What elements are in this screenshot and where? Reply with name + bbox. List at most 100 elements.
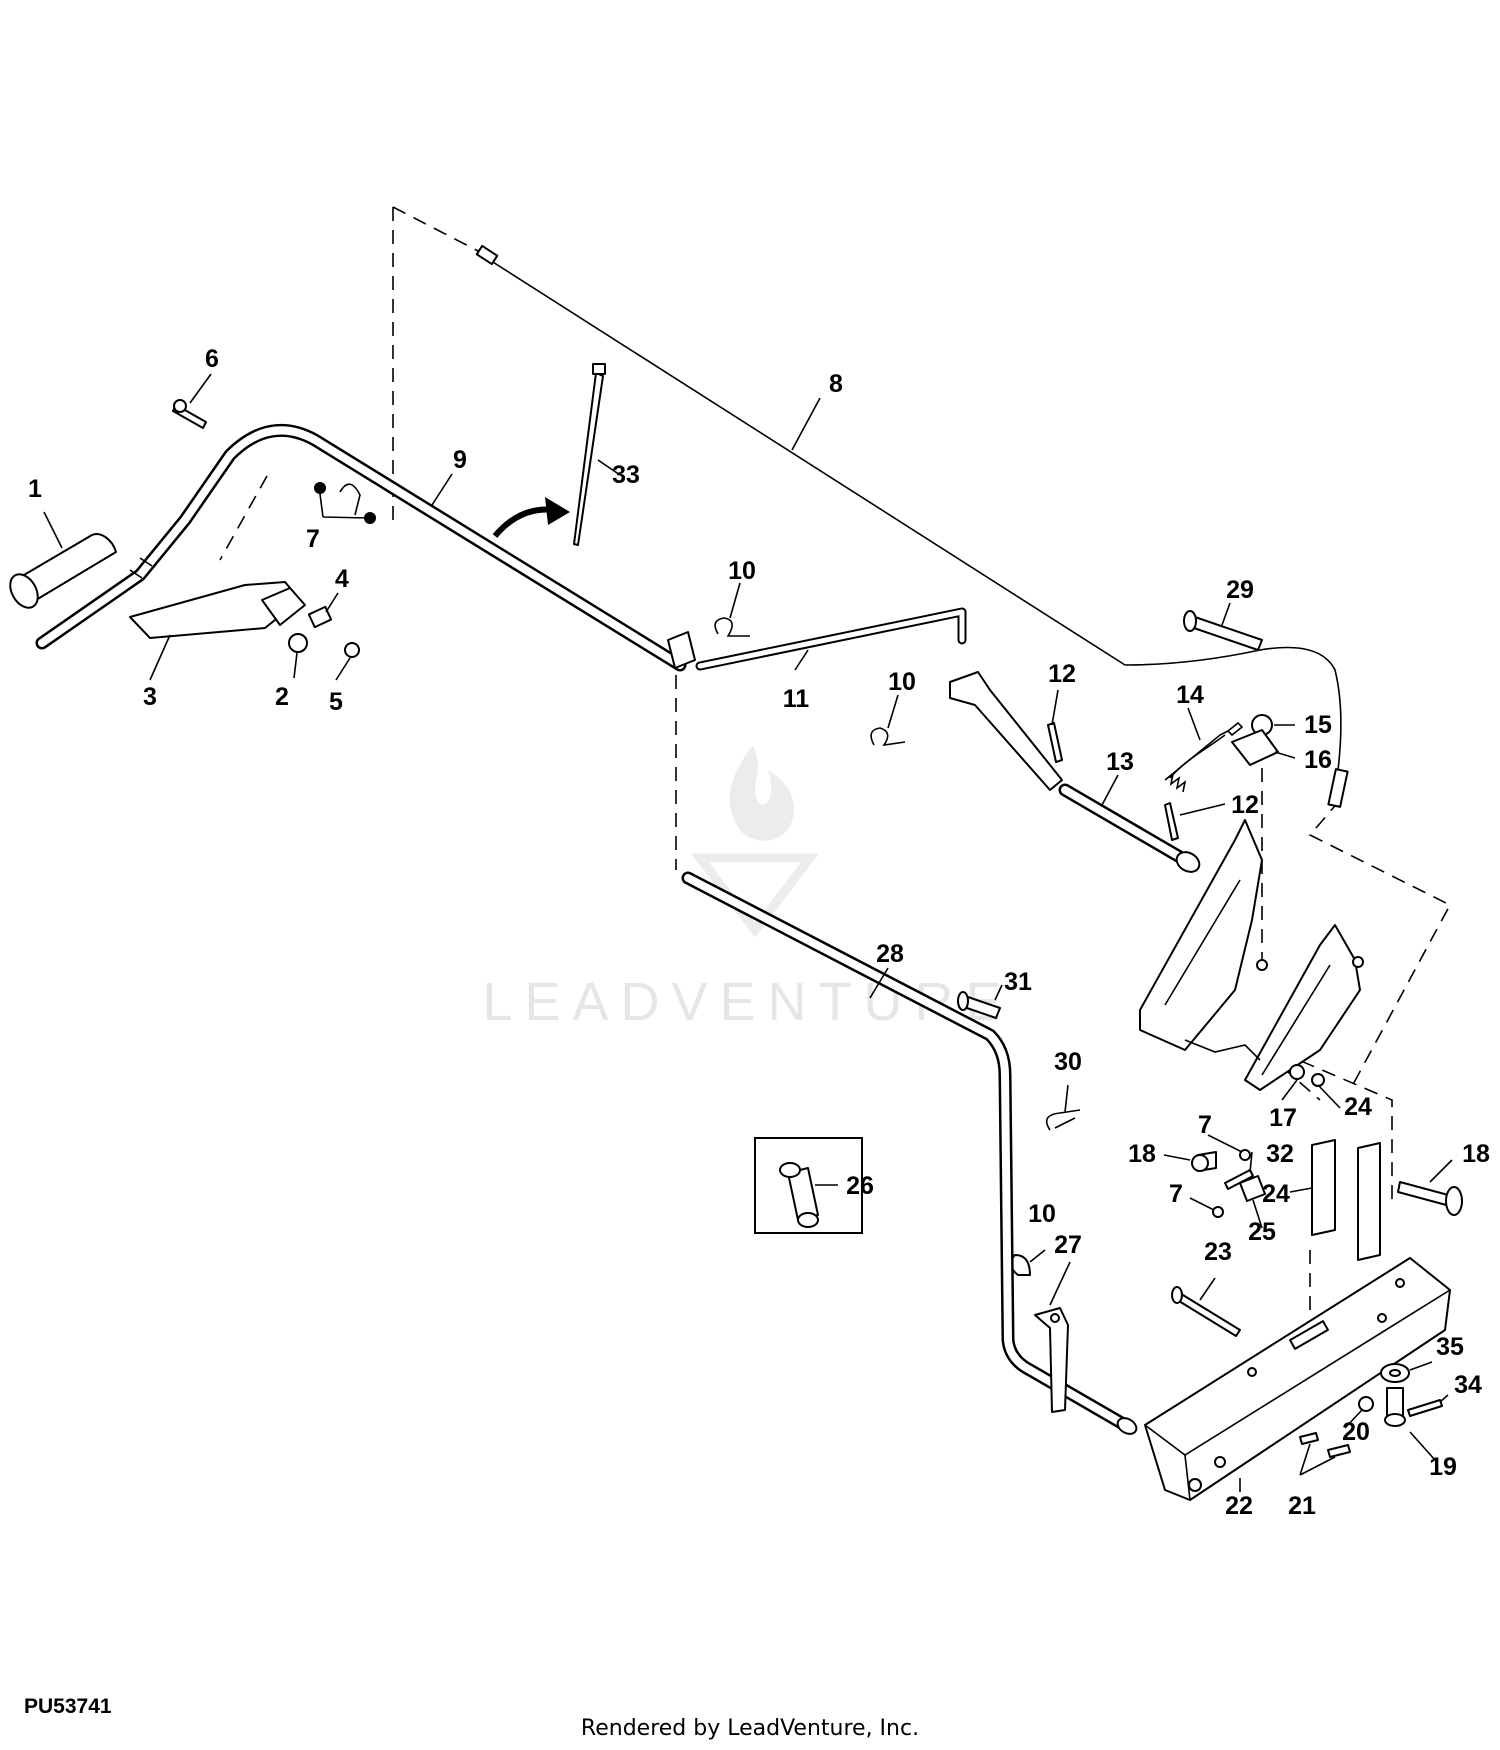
callout-14: 14 [1176, 681, 1204, 709]
part-20-nut [1358, 1396, 1374, 1412]
leader-10a [729, 582, 741, 619]
callout-10b: 10 [888, 668, 916, 696]
leader-29 [1221, 602, 1231, 626]
callout-29: 29 [1226, 576, 1254, 604]
part-7-clip-d [1212, 1206, 1224, 1218]
dashed-line-cable-top [392, 206, 481, 253]
callout-13: 13 [1106, 748, 1134, 776]
part-7-clip-a [314, 482, 326, 494]
callout-34: 34 [1454, 1371, 1482, 1399]
leader-7b [1207, 1134, 1243, 1153]
leader-16 [1274, 751, 1296, 759]
leader-35 [1409, 1361, 1433, 1371]
part-21-pin-b [1327, 1444, 1351, 1458]
leader-31 [994, 984, 1003, 1001]
callout-12a: 12 [1048, 660, 1076, 688]
leader-30 [1064, 1084, 1069, 1113]
part-3-pedal-tab [261, 587, 306, 626]
part-4-bushing [307, 605, 333, 629]
leader-18b [1429, 1159, 1453, 1183]
callout-6: 6 [205, 345, 219, 373]
callout-5: 5 [329, 688, 343, 716]
leader-4 [325, 592, 339, 613]
part-18-bolt-right [1397, 1181, 1453, 1207]
callout-31: 31 [1004, 968, 1032, 996]
callout-2: 2 [275, 683, 289, 711]
watermark-flame-icon [729, 745, 795, 841]
callout-12b: 12 [1231, 791, 1259, 819]
callout-27: 27 [1054, 1231, 1082, 1259]
part-7-clip-b [364, 512, 376, 524]
callout-16: 16 [1304, 746, 1332, 774]
part-1-handle-grip [9, 533, 117, 609]
callout-8: 8 [829, 370, 843, 398]
callout-9: 9 [453, 446, 467, 474]
part-25-bracket [1239, 1175, 1266, 1202]
part-2-nut [288, 633, 308, 653]
callout-18b: 18 [1462, 1140, 1490, 1168]
part-12-pin-b [1164, 802, 1179, 841]
leader-10b [887, 694, 899, 729]
leader-14 [1187, 707, 1201, 741]
leader-21 [1299, 1443, 1336, 1476]
callout-35: 35 [1436, 1333, 1464, 1361]
callout-7a: 7 [306, 525, 320, 553]
callouts: 1 2 3 4 5 6 7 8 9 10 11 10 12 13 12 14 1… [28, 345, 1490, 1520]
part-10-hairpin-a [714, 617, 750, 637]
leader-25 [1252, 1199, 1263, 1229]
parts [9, 244, 1463, 1501]
part-16-plate [1231, 729, 1279, 766]
callout-10c: 10 [1028, 1200, 1056, 1228]
callout-3: 3 [143, 683, 157, 711]
leader-11 [794, 649, 809, 671]
part-21-pin-a [1299, 1432, 1319, 1445]
leader-3 [149, 634, 171, 681]
callout-19: 19 [1429, 1453, 1457, 1481]
part-24-strap-right [1357, 1142, 1381, 1261]
leader-20 [1344, 1409, 1363, 1429]
part-5-nut [344, 642, 360, 658]
leader-7c [1189, 1197, 1215, 1211]
leader-6 [189, 373, 212, 404]
leader-5 [335, 657, 351, 681]
leader-12a [1051, 689, 1059, 726]
leader-27 [1049, 1261, 1071, 1306]
part-8-cable [475, 244, 1349, 808]
leader-32 [1249, 1151, 1253, 1173]
callout-4: 4 [335, 565, 349, 593]
leader-13 [1101, 774, 1119, 806]
leader-18a [1163, 1154, 1191, 1161]
callout-32: 32 [1266, 1140, 1294, 1168]
leader-8 [791, 397, 821, 451]
part-14-spring [1164, 721, 1244, 793]
leader-34 [1439, 1394, 1449, 1403]
assembly-lines [219, 206, 1452, 1310]
callout-33: 33 [612, 461, 640, 489]
leader-33 [597, 459, 621, 476]
part-22-frame [1144, 1257, 1451, 1501]
leader-28 [869, 967, 889, 999]
leader-23 [1199, 1277, 1216, 1301]
callout-25: 25 [1248, 1218, 1276, 1246]
leader-lines [43, 373, 1453, 1492]
callout-30: 30 [1054, 1048, 1082, 1076]
part-7-clip-c [1239, 1149, 1251, 1161]
callout-24a: 24 [1344, 1093, 1372, 1121]
leader-24b [1289, 1187, 1313, 1193]
callout-28: 28 [876, 940, 904, 968]
part-11-link-rod [667, 607, 967, 671]
part-9-lift-handle [35, 423, 687, 672]
callout-11: 11 [783, 685, 810, 713]
leader-12b [1179, 803, 1226, 816]
part-33-cable-tie [573, 372, 604, 546]
leader-10c [1029, 1249, 1046, 1263]
inset-26-box [754, 1137, 863, 1234]
arrow-icon [492, 506, 556, 538]
part-27-lever [1034, 1307, 1069, 1413]
part-28-rod [681, 871, 1138, 1435]
part-34-pin [1407, 1399, 1443, 1417]
callout-7b: 7 [1198, 1111, 1212, 1139]
leader-17 [1281, 1079, 1298, 1101]
part-10-hairpin-b [870, 727, 906, 747]
